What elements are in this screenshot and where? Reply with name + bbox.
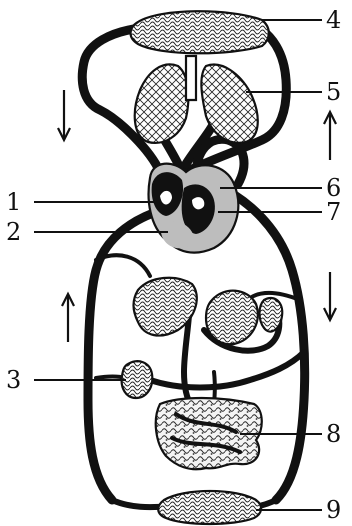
spleen (260, 298, 283, 332)
label-9: 9 (326, 496, 341, 524)
arrow-up-right (324, 112, 336, 160)
stomach (206, 291, 258, 345)
splenic-loop (150, 352, 304, 388)
arrow-down-left (58, 90, 70, 140)
label-5: 5 (326, 78, 341, 106)
heart (149, 164, 239, 253)
label-8: 8 (326, 420, 341, 448)
label-3: 3 (6, 366, 21, 394)
label-2: 2 (6, 218, 21, 246)
trachea (186, 56, 196, 100)
arrow-down-right (324, 272, 336, 320)
upper-capillary-bed (131, 11, 269, 53)
left-lung (135, 64, 189, 142)
label-7: 7 (326, 198, 341, 226)
kidney (122, 361, 153, 398)
lower-capillary-bed (158, 491, 261, 524)
arrow-up-left (62, 294, 74, 342)
label-1: 1 (6, 188, 21, 216)
label-4: 4 (326, 6, 341, 34)
inferior-vena-cava (88, 210, 162, 500)
hepatic-branch (96, 255, 150, 276)
